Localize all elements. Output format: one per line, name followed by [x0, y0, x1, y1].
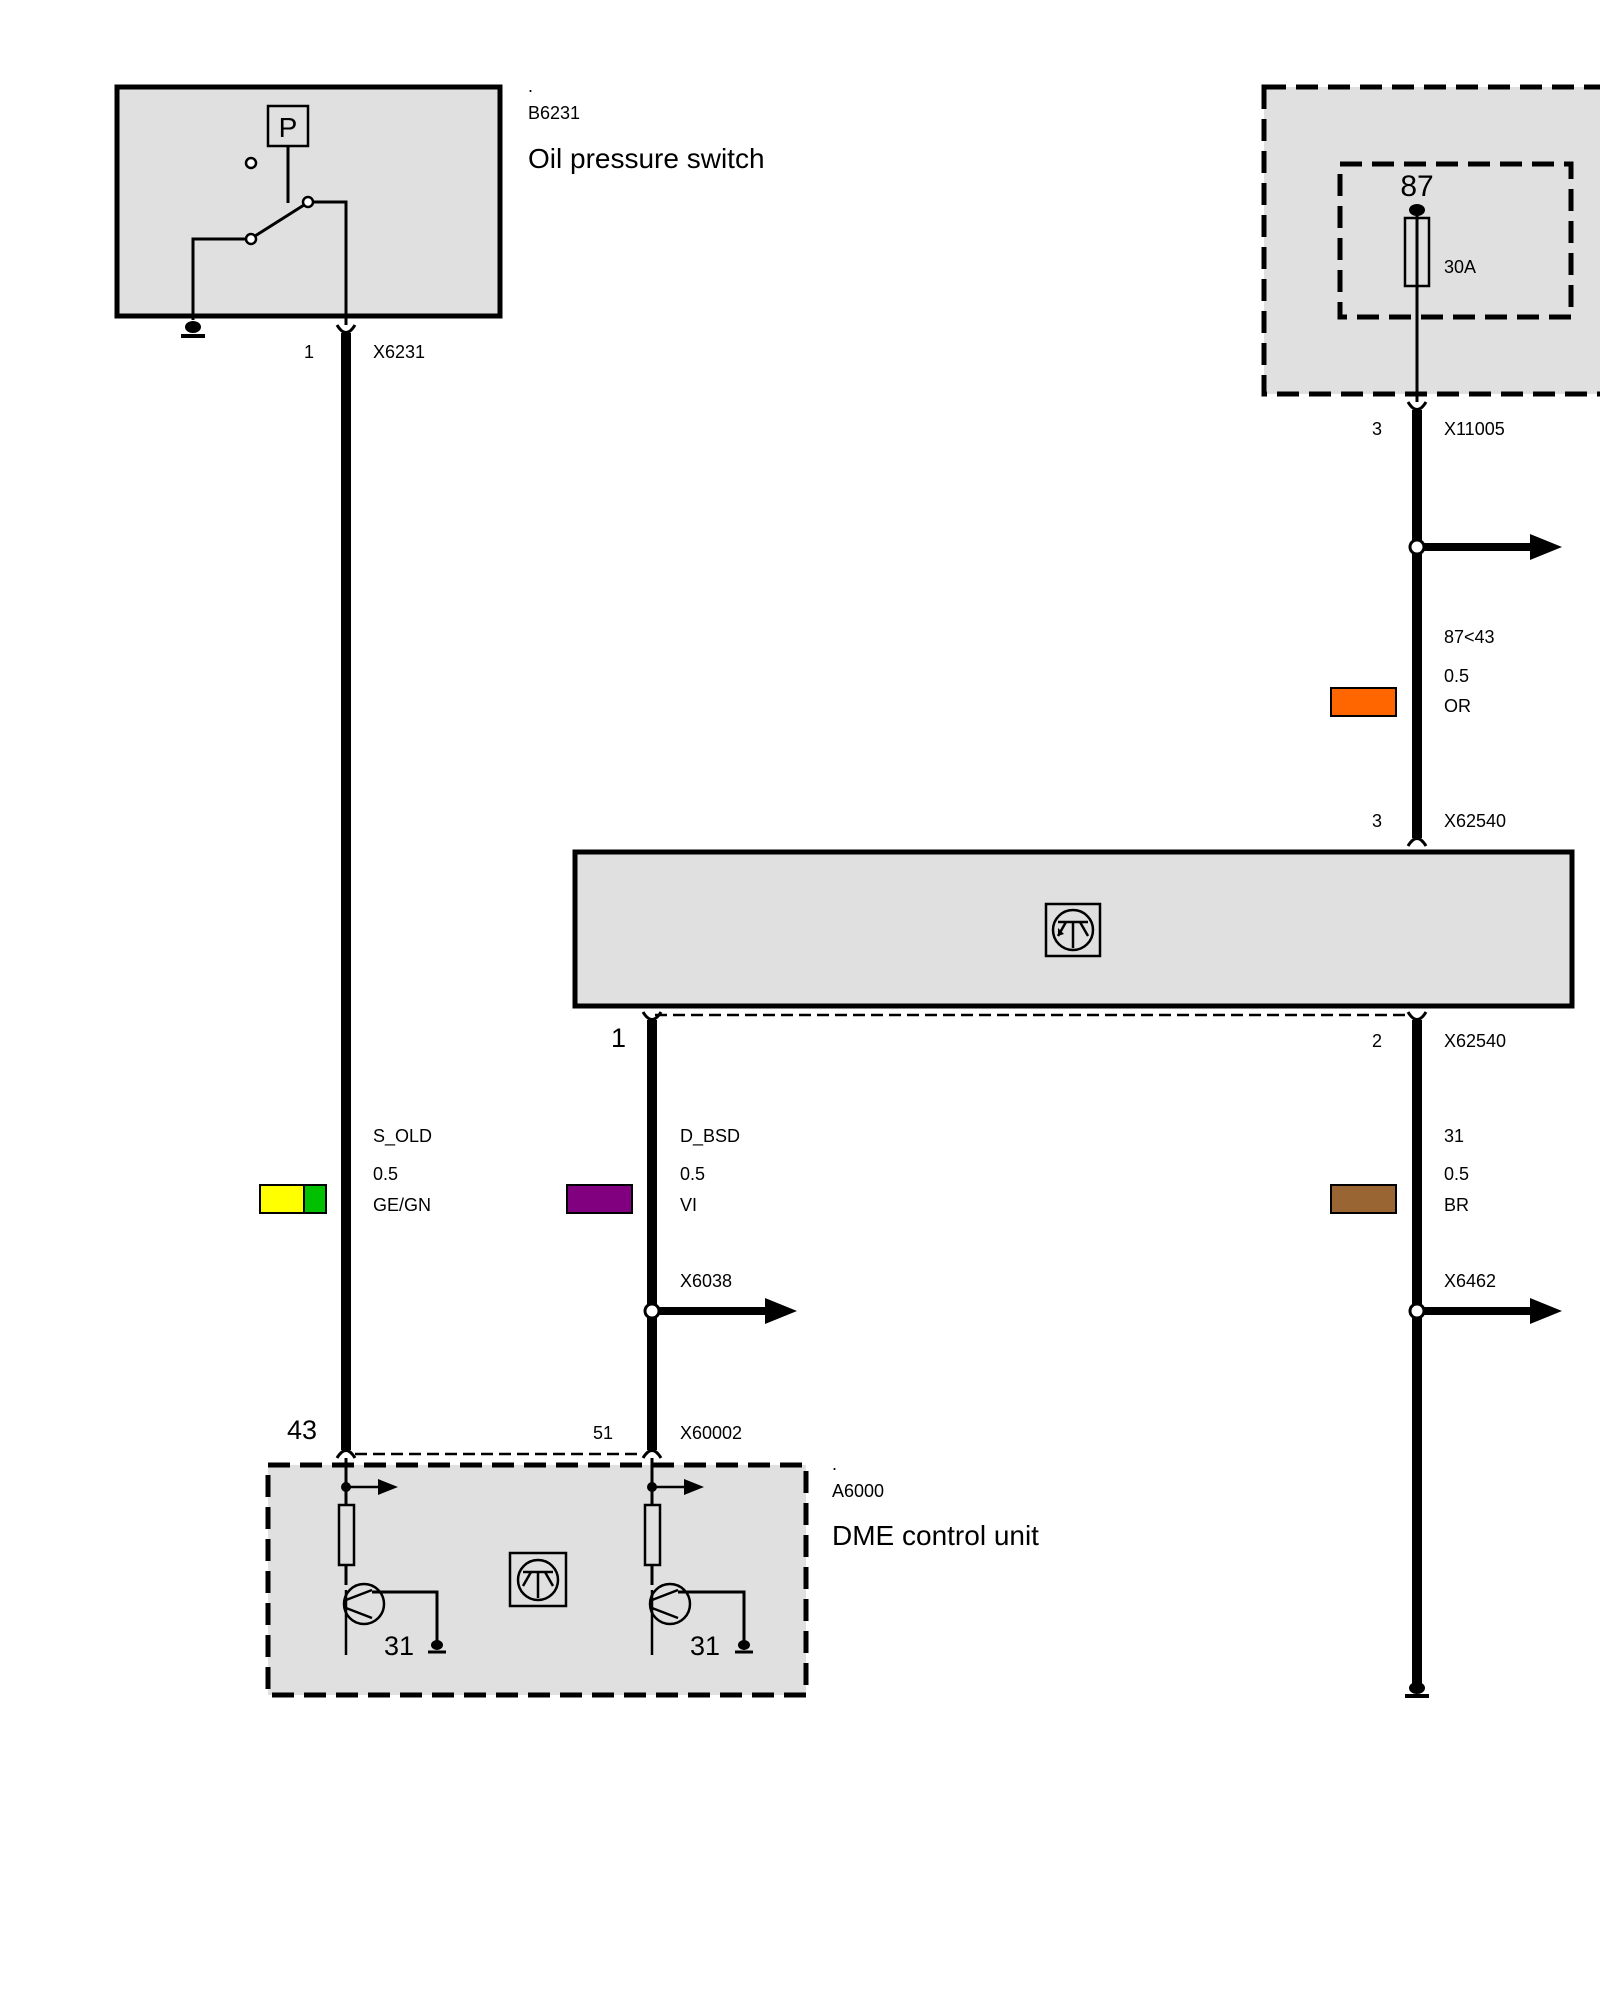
x62540-bottom-left-pin: 1 [611, 1023, 626, 1053]
fuse-carrier[interactable]: 87 30A [1261, 84, 1600, 402]
connector-x62540-top[interactable]: 3 X62540 [1372, 811, 1506, 847]
switch-contact-closed [301, 195, 315, 209]
wire-supply-labels: 87<43 0.5 OR [1330, 627, 1495, 717]
supply-signal: 87<43 [1444, 627, 1495, 647]
x6462-label: X6462 [1444, 1271, 1496, 1291]
oil-pressure-switch-title: Oil pressure switch [528, 143, 765, 174]
s-old-color-code: GE/GN [373, 1195, 431, 1215]
switch-lever [254, 203, 305, 238]
ground-symbol [181, 321, 205, 338]
x6038-label: X6038 [680, 1271, 732, 1291]
supply-color-code: OR [1444, 696, 1471, 716]
control-module-box [572, 849, 1575, 1009]
fuse-carrier-box [1261, 84, 1600, 397]
switch-contact-pivot [244, 232, 258, 246]
s-old-signal: S_OLD [373, 1126, 432, 1147]
branch-arrow-top[interactable] [1408, 534, 1562, 560]
d-bsd-color-swatch [566, 1184, 633, 1214]
b6231-id: B6231 [528, 103, 580, 123]
x60002-right-pin: 51 [593, 1423, 613, 1443]
fuse-rating: 30A [1444, 257, 1476, 277]
x6231-id: X6231 [373, 342, 425, 362]
s-old-color-swatch-2 [303, 1184, 327, 1214]
fuse-inner-box [1337, 161, 1574, 320]
dme-title: DME control unit [832, 1520, 1039, 1551]
x11005-id: X11005 [1444, 419, 1505, 439]
b6231-dot: . [528, 76, 533, 96]
pressure-symbol: P [279, 112, 298, 143]
x60002-left-pin: 43 [287, 1415, 317, 1445]
dme-ground-a: 31 [384, 1631, 414, 1661]
d-bsd-gauge: 0.5 [680, 1164, 705, 1184]
x60002-id: X60002 [680, 1423, 742, 1443]
a6000-id: A6000 [832, 1481, 884, 1501]
oil-pressure-switch[interactable]: P . B6231 Oil pressure switch [114, 76, 765, 338]
d-bsd-signal: D_BSD [680, 1126, 740, 1147]
transistor-icon [1044, 902, 1102, 958]
supply-color-swatch [1330, 687, 1397, 717]
dme-input-stage-left: 31 [337, 1458, 446, 1661]
dme-input-stage-right: 31 [643, 1458, 753, 1661]
fuse-terminal: 87 [1400, 170, 1433, 203]
branch-arrow-x6462[interactable]: X6462 [1408, 1271, 1562, 1324]
x62540-bottom-right-pin: 2 [1372, 1031, 1382, 1051]
switch-contact-open [244, 156, 258, 170]
wire-d-bsd-labels: D_BSD 0.5 VI [566, 1126, 740, 1215]
connector-x11005[interactable]: 3 X11005 [1372, 401, 1505, 439]
x62540-bottom-right-id: X62540 [1444, 1031, 1506, 1051]
supply-gauge: 0.5 [1444, 666, 1469, 686]
branch-arrow-x6038[interactable]: X6038 [643, 1271, 797, 1324]
connector-x62540-bottom-right[interactable]: 2 X62540 [1372, 1011, 1506, 1051]
wire-ground-labels: 31 0.5 BR [1330, 1126, 1469, 1215]
dme-transistor-icon [508, 1551, 568, 1608]
dme-control-unit[interactable]: 31 31 . A6000 DME control unit [265, 1452, 1039, 1698]
x62540-top-pin: 3 [1372, 811, 1382, 831]
x11005-pin: 3 [1372, 419, 1382, 439]
x62540-top-id: X62540 [1444, 811, 1506, 831]
connector-x6231[interactable]: 1 X6231 [304, 324, 425, 362]
x6231-pin: 1 [304, 342, 314, 362]
ground-gauge: 0.5 [1444, 1164, 1469, 1184]
d-bsd-color-code: VI [680, 1195, 697, 1215]
ground-terminal [1405, 1682, 1429, 1698]
ground-color-code: BR [1444, 1195, 1469, 1215]
dme-ground-b: 31 [690, 1631, 720, 1661]
connector-x60002[interactable]: 43 51 X60002 [287, 1415, 742, 1459]
wire-s-old-labels: S_OLD 0.5 GE/GN [259, 1126, 432, 1215]
control-module[interactable] [572, 849, 1575, 1017]
a6000-dot: . [832, 1454, 837, 1474]
s-old-color-swatch-1 [259, 1184, 305, 1214]
connector-x62540-bottom-left[interactable]: 1 [611, 1011, 663, 1053]
ground-signal: 31 [1444, 1126, 1464, 1146]
ground-color-swatch [1330, 1184, 1397, 1214]
s-old-gauge: 0.5 [373, 1164, 398, 1184]
